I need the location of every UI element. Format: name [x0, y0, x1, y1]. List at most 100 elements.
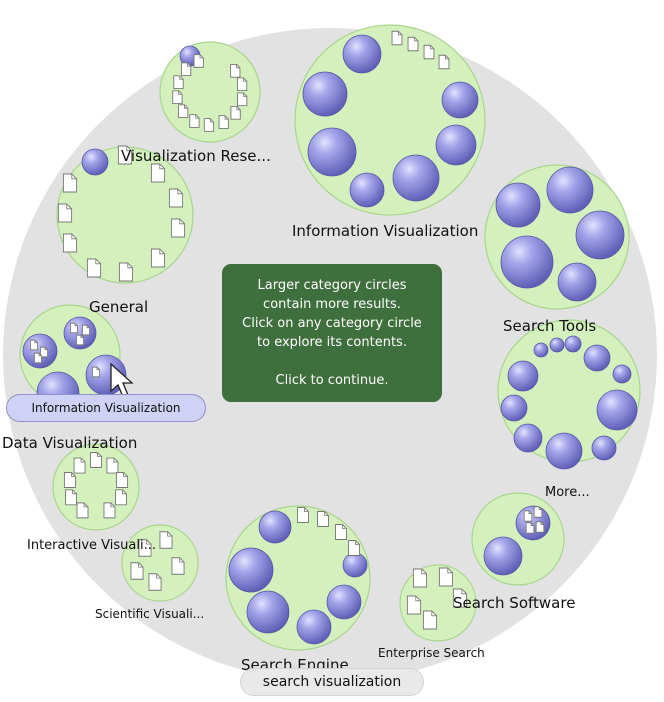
- document-icon: [218, 115, 229, 129]
- subcategory-circle[interactable]: [342, 34, 382, 74]
- document-icon: [317, 511, 329, 527]
- subcategory-circle[interactable]: [246, 590, 290, 634]
- hint-line: Larger category circles: [257, 278, 407, 293]
- label-search-software[interactable]: Search Software: [453, 594, 576, 612]
- subcategory-circle[interactable]: [583, 344, 611, 372]
- category-general[interactable]: [56, 145, 194, 284]
- instructions-box[interactable]: Larger category circles contain more res…: [222, 264, 442, 402]
- document-icon: [118, 262, 134, 282]
- document-icon: [230, 105, 241, 120]
- document-icon: [422, 610, 438, 630]
- subcategory-circle[interactable]: [564, 335, 582, 353]
- document-icon: [423, 44, 435, 60]
- subcategory-circle[interactable]: [546, 166, 594, 214]
- search-query-pill[interactable]: search visualization: [240, 668, 424, 696]
- document-icon: [533, 506, 543, 518]
- document-icon: [172, 90, 183, 105]
- subcategory-circle[interactable]: [307, 127, 357, 177]
- document-icon: [177, 104, 189, 118]
- hint-line: to explore its contents.: [257, 335, 407, 350]
- category-interactive-visualization[interactable]: [52, 443, 140, 531]
- subcategory-circle[interactable]: [591, 435, 617, 461]
- subcategory-circle[interactable]: [483, 536, 523, 576]
- category-search-engine[interactable]: [225, 505, 371, 651]
- document-icon: [69, 322, 79, 334]
- subcategory-circle[interactable]: [302, 71, 348, 117]
- category-circle[interactable]: [471, 492, 565, 586]
- subcategory-circle[interactable]: [349, 172, 385, 208]
- category-circle[interactable]: [294, 24, 486, 216]
- document-icon: [335, 524, 347, 540]
- document-icon: [75, 334, 85, 346]
- subcategory-circle[interactable]: [495, 182, 541, 228]
- subcategory-circle[interactable]: [258, 510, 292, 544]
- label-scientific-visualization[interactable]: Scientific Visuali...: [95, 607, 205, 621]
- document-icon: [348, 540, 360, 556]
- document-icon: [91, 366, 101, 378]
- document-icon: [130, 562, 144, 580]
- subcategory-circle[interactable]: [549, 337, 565, 353]
- document-icon: [159, 531, 173, 549]
- label-more[interactable]: More...: [545, 485, 590, 500]
- subcategory-circle[interactable]: [392, 154, 440, 202]
- document-icon: [203, 118, 215, 132]
- document-icon: [33, 352, 43, 364]
- label-visualization-research[interactable]: Visualization Rese...: [121, 147, 271, 165]
- category-scientific-visualization[interactable]: [121, 524, 199, 602]
- subcategory-circle[interactable]: [507, 360, 539, 392]
- subcategory-circle[interactable]: [612, 364, 632, 384]
- document-icon: [173, 75, 184, 90]
- document-icon: [62, 233, 78, 253]
- subcategory-circle[interactable]: [500, 235, 554, 289]
- document-icon: [237, 92, 248, 107]
- subcategory-circle[interactable]: [515, 505, 551, 541]
- document-icon: [523, 510, 533, 522]
- document-icon: [189, 114, 200, 128]
- subcategory-circle[interactable]: [533, 342, 549, 358]
- label-enterprise-search[interactable]: Enterprise Search: [378, 646, 485, 660]
- document-icon: [73, 457, 86, 474]
- subcategory-circle[interactable]: [596, 389, 638, 431]
- label-information-visualization[interactable]: Information Visualization: [292, 222, 479, 240]
- label-search-tools[interactable]: Search Tools: [503, 317, 597, 335]
- document-icon: [297, 507, 309, 523]
- category-information-visualization[interactable]: [294, 24, 486, 216]
- document-icon: [63, 472, 76, 488]
- document-icon: [106, 457, 119, 474]
- category-visualization-research[interactable]: [159, 41, 261, 143]
- document-icon: [29, 339, 39, 351]
- document-icon: [86, 258, 102, 278]
- label-interactive-visualization[interactable]: Interactive Visuali...: [27, 538, 156, 553]
- subcategory-circle[interactable]: [296, 609, 332, 645]
- document-icon: [117, 145, 133, 165]
- subcategory-circle[interactable]: [228, 547, 274, 593]
- document-icon: [114, 489, 127, 506]
- subcategory-circle[interactable]: [500, 394, 528, 422]
- subcategory-circle[interactable]: [575, 210, 625, 260]
- subcategory-circle[interactable]: [81, 148, 109, 176]
- label-data-visualization[interactable]: Data Visualization: [2, 434, 138, 452]
- document-icon: [412, 568, 428, 588]
- category-search-tools[interactable]: [484, 164, 630, 310]
- category-search-software[interactable]: [471, 492, 565, 586]
- subcategory-circle[interactable]: [441, 81, 479, 119]
- document-icon: [391, 30, 403, 46]
- category-more[interactable]: [497, 319, 641, 470]
- document-icon: [236, 77, 248, 92]
- subcategory-circle[interactable]: [513, 423, 543, 453]
- document-icon: [62, 173, 78, 193]
- document-icon: [138, 539, 152, 557]
- label-general[interactable]: General: [89, 298, 149, 316]
- document-icon: [230, 63, 241, 78]
- document-icon: [57, 203, 73, 223]
- subcategory-circle[interactable]: [435, 124, 477, 166]
- subcategory-circle[interactable]: [545, 432, 583, 470]
- document-icon: [171, 557, 185, 575]
- hover-tooltip: Information Visualization: [6, 394, 206, 422]
- subcategory-circle[interactable]: [326, 584, 362, 620]
- document-icon: [535, 521, 545, 533]
- document-icon: [168, 188, 184, 208]
- subcategory-circle[interactable]: [557, 262, 597, 302]
- subcategory-circle[interactable]: [342, 552, 368, 578]
- category-enterprise-search[interactable]: [399, 564, 477, 642]
